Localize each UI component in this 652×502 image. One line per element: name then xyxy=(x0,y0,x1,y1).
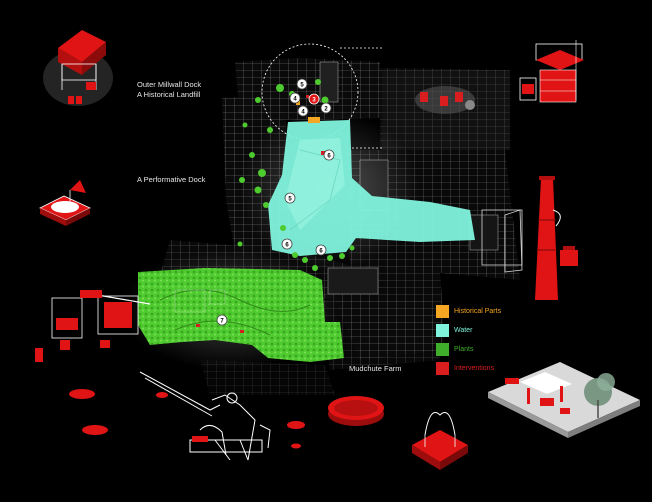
marker-label: 7 xyxy=(220,318,224,324)
marker-4: 4 xyxy=(297,105,309,117)
legend-swatch xyxy=(436,362,449,375)
chimney-intervention xyxy=(535,176,578,300)
marker-label: 6 xyxy=(285,242,289,248)
legend-swatch xyxy=(436,305,449,318)
legend-item-plants: Plants xyxy=(436,343,526,356)
marker-5: 2 xyxy=(320,102,332,114)
legend-item-historical: Historical Parts xyxy=(436,305,526,318)
marker-label: 3 xyxy=(312,97,316,103)
crane-red-parts xyxy=(192,421,305,449)
legend-swatch xyxy=(436,343,449,356)
historical-inset xyxy=(382,70,510,150)
red-pool xyxy=(328,396,384,426)
marker-2: 4 xyxy=(289,92,301,104)
station-platform xyxy=(488,362,640,438)
crane-sketch xyxy=(139,371,271,461)
legend-item-water: Water xyxy=(436,324,526,337)
intervention-tower-top-left xyxy=(43,30,113,106)
marker-7: 5 xyxy=(284,192,296,204)
mudchute-farm-label: Mudchute Farm xyxy=(349,364,402,373)
outer-dock-title: Outer Millwall Dock xyxy=(137,80,202,89)
marker-label: 6 xyxy=(319,248,323,254)
marker-6: 6 xyxy=(323,149,335,161)
intervention-discs-left xyxy=(69,389,168,435)
marker-label: 6 xyxy=(327,153,331,159)
red-pavilion xyxy=(412,412,468,470)
marker-3: 3 xyxy=(308,93,320,105)
marker-9: 6 xyxy=(315,244,327,256)
intervention-machinery-left xyxy=(35,290,151,362)
legend-item-interventions: Interventions xyxy=(436,362,526,375)
marker-label: 4 xyxy=(293,96,297,102)
marker-label: 2 xyxy=(324,106,328,112)
marker-label: 5 xyxy=(300,82,304,88)
marker-10: 7 xyxy=(216,314,228,326)
legend: Historical Parts Water Plants Interventi… xyxy=(436,305,526,381)
tree-clusters xyxy=(237,79,355,271)
intervention-platform-mid-left xyxy=(39,180,91,226)
legend-label: Historical Parts xyxy=(454,308,502,315)
legend-swatch xyxy=(436,324,449,337)
marker-label: 5 xyxy=(288,196,292,202)
marker-1: 5 xyxy=(296,78,308,90)
marker-8: 6 xyxy=(281,238,293,250)
legend-label: Plants xyxy=(454,346,474,353)
legend-label: Interventions xyxy=(454,365,495,372)
marker-label: 4 xyxy=(301,109,305,115)
outer-dock-subtitle: A Historical Landfill xyxy=(137,90,201,99)
legend-label: Water xyxy=(454,327,473,334)
number-markers: 5 4 3 4 2 6 5 6 6 7 xyxy=(216,78,335,326)
performative-dock-label: A Performative Dock xyxy=(137,175,206,184)
plants-park xyxy=(120,250,344,370)
intervention-tower-top-right xyxy=(519,40,584,103)
